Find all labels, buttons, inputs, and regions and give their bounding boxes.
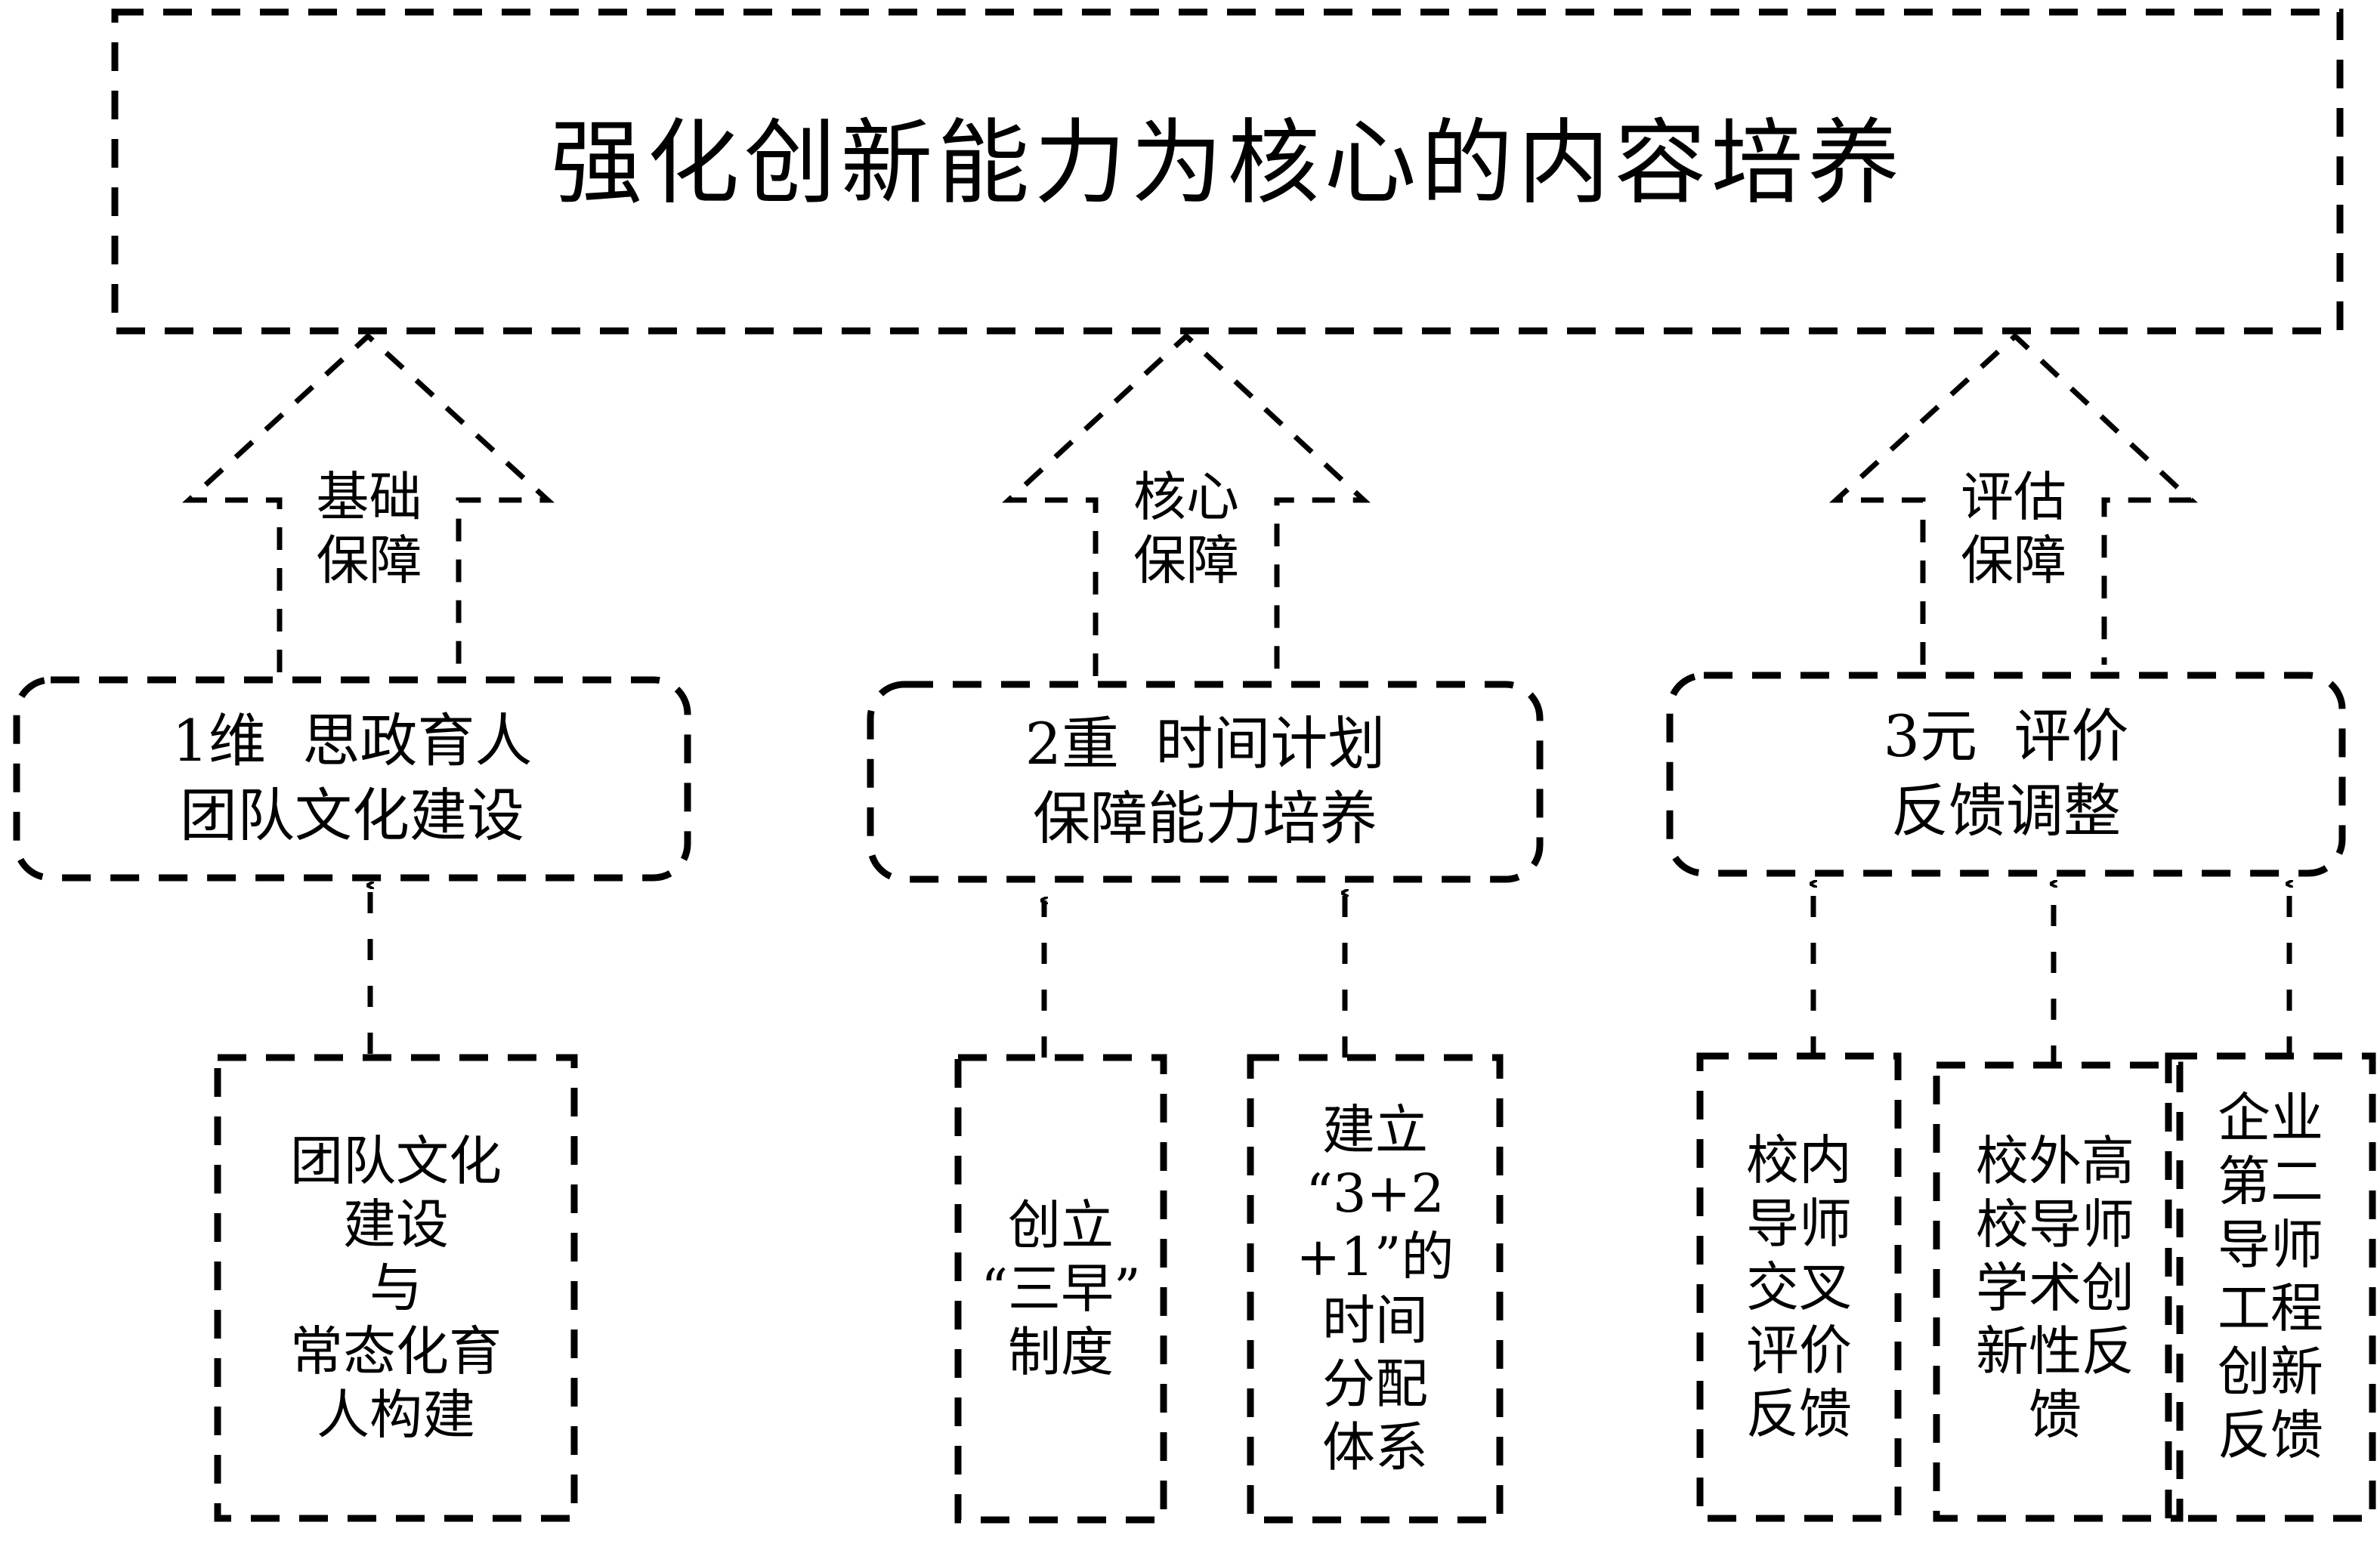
source-line: 导师 bbox=[2218, 1214, 2323, 1276]
source-line: 分配 bbox=[1322, 1353, 1428, 1415]
pillar-box-line: 3元 评价 bbox=[1883, 703, 2129, 770]
arrow-label-line: 保障 bbox=[316, 530, 422, 591]
pillar-box-line: 2重 时间计划 bbox=[1025, 710, 1386, 778]
pillar-arrow-label-3: 评估 保障 bbox=[1923, 461, 2104, 597]
source-line: 评价 bbox=[1746, 1320, 1852, 1382]
source-line: 新性反 bbox=[1976, 1320, 2134, 1382]
source-line: “三早” bbox=[981, 1258, 1141, 1320]
source-box-4 bbox=[1696, 1052, 1902, 1522]
source-line: 常态化育 bbox=[290, 1320, 502, 1382]
goal-title: 强化创新能力为核心的内容培养 bbox=[115, 12, 2340, 314]
pillar-box-line: 反馈调整 bbox=[1891, 777, 2121, 845]
source-text-5: 校外高 校导师 学术创 新性反 馈 bbox=[1930, 1061, 2180, 1515]
pillar-arrow-2 bbox=[1002, 332, 1371, 676]
source-line: 体系 bbox=[1322, 1416, 1428, 1478]
pillar-box-2 bbox=[867, 681, 1544, 883]
pillar-arrow-1 bbox=[181, 332, 555, 672]
source-line: 校导师 bbox=[1976, 1194, 2134, 1255]
source-line: 建设 bbox=[343, 1194, 449, 1255]
arrow-label-line: 保障 bbox=[1961, 530, 2066, 591]
pillar-box-text-3: 3元 评价 反馈调整 bbox=[1670, 675, 2342, 873]
pillar-arrow-label-1: 基础 保障 bbox=[280, 461, 459, 597]
source-line: 交叉 bbox=[1746, 1256, 1852, 1318]
source-box-3 bbox=[1247, 1054, 1504, 1524]
source-box-5 bbox=[1933, 1061, 2184, 1522]
arrow-label-line: 基础 bbox=[316, 466, 422, 528]
source-line: 创立 bbox=[1008, 1194, 1114, 1256]
source-text-4: 校内 导师 交叉 评价 反馈 bbox=[1700, 1056, 1898, 1518]
source-line: 馈 bbox=[2029, 1384, 2082, 1446]
source-line: 团队文化 bbox=[290, 1130, 502, 1192]
source-line: 时间 bbox=[1322, 1289, 1428, 1351]
source-line: +1”的 bbox=[1296, 1226, 1454, 1288]
pillar-box-1 bbox=[13, 676, 691, 882]
pillar-box-line: 保障能力培养 bbox=[1033, 785, 1377, 852]
pillar-box-text-2: 2重 时间计划 保障能力培养 bbox=[870, 684, 1540, 879]
source-line: 企业 bbox=[2218, 1087, 2323, 1149]
arrow-label-line: 评估 bbox=[1961, 466, 2066, 528]
source-line: 第二 bbox=[2218, 1150, 2323, 1212]
arrow-label-line: 核心 bbox=[1133, 466, 1239, 528]
pillar-box-3 bbox=[1666, 672, 2346, 877]
pillar-arrow-3 bbox=[1828, 332, 2198, 665]
source-box-1 bbox=[214, 1054, 578, 1522]
source-line: 学术创 bbox=[1976, 1257, 2134, 1319]
source-line: 导师 bbox=[1746, 1193, 1852, 1255]
source-line: 校内 bbox=[1746, 1129, 1852, 1191]
source-box-2 bbox=[954, 1054, 1167, 1524]
source-line: 工程 bbox=[2218, 1277, 2323, 1339]
source-line: “3+2 bbox=[1306, 1163, 1445, 1224]
source-line: 建立 bbox=[1322, 1099, 1428, 1161]
pillar-box-line: 1维 思政育人 bbox=[172, 707, 533, 775]
goal-box bbox=[111, 8, 2344, 335]
source-text-3: 建立 “3+2 +1”的 时间 分配 体系 bbox=[1250, 1058, 1500, 1520]
source-line: 校外高 bbox=[1976, 1130, 2134, 1192]
source-text-2: 创立 “三早” 制度 bbox=[943, 1058, 1179, 1520]
source-text-1: 团队文化 建设 与 常态化育 人构建 bbox=[218, 1058, 574, 1518]
source-line: 反馈 bbox=[1746, 1383, 1852, 1445]
source-text-6: 企业 第二 导师 工程 创新 反馈 bbox=[2168, 1050, 2372, 1503]
source-line: 人构建 bbox=[317, 1384, 475, 1446]
source-line: 创新 bbox=[2218, 1341, 2323, 1403]
goal-title-text: 强化创新能力为核心的内容培养 bbox=[550, 109, 1905, 217]
pillar-box-line: 团队文化建设 bbox=[180, 782, 524, 849]
source-line: 制度 bbox=[1008, 1321, 1114, 1383]
source-line: 与 bbox=[369, 1257, 422, 1319]
pillar-box-text-1: 1维 思政育人 团队文化建设 bbox=[17, 680, 688, 878]
source-box-6 bbox=[2165, 1052, 2376, 1522]
source-line: 反馈 bbox=[2218, 1404, 2323, 1466]
arrow-label-line: 保障 bbox=[1133, 530, 1239, 591]
pillar-arrow-label-2: 核心 保障 bbox=[1096, 461, 1277, 597]
